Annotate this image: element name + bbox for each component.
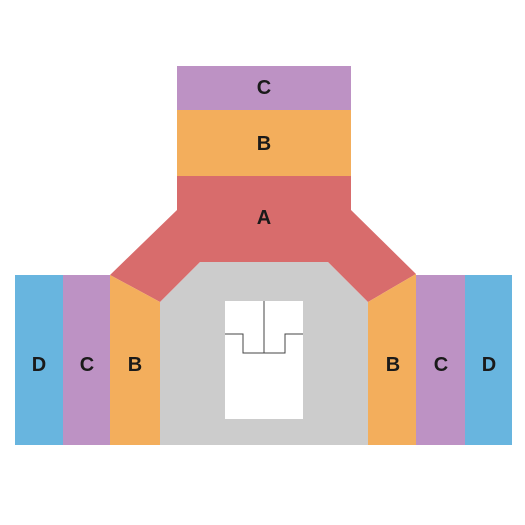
section-right-c-shape[interactable]	[416, 275, 465, 445]
court	[225, 301, 303, 419]
court-line-right	[264, 333, 303, 354]
section-left-d-shape[interactable]	[15, 275, 63, 445]
section-top-a-shape[interactable]	[110, 176, 416, 302]
section-left-c-shape[interactable]	[63, 275, 110, 445]
section-right-c[interactable]: C	[416, 275, 465, 445]
section-right-b[interactable]: B	[368, 274, 416, 445]
section-left-c[interactable]: C	[63, 275, 110, 445]
section-left-b[interactable]: B	[110, 275, 160, 445]
section-right-d-shape[interactable]	[465, 275, 512, 445]
section-left-d[interactable]: D	[15, 275, 63, 445]
section-top-b[interactable]: B	[177, 110, 351, 176]
section-right-b-shape[interactable]	[368, 274, 416, 445]
section-right-d[interactable]: D	[465, 275, 512, 445]
section-top-c-shape[interactable]	[177, 66, 351, 110]
court-line-left	[225, 333, 264, 354]
section-top-b-shape[interactable]	[177, 110, 351, 176]
section-left-b-shape[interactable]	[110, 275, 160, 445]
section-top-c[interactable]: C	[177, 66, 351, 110]
